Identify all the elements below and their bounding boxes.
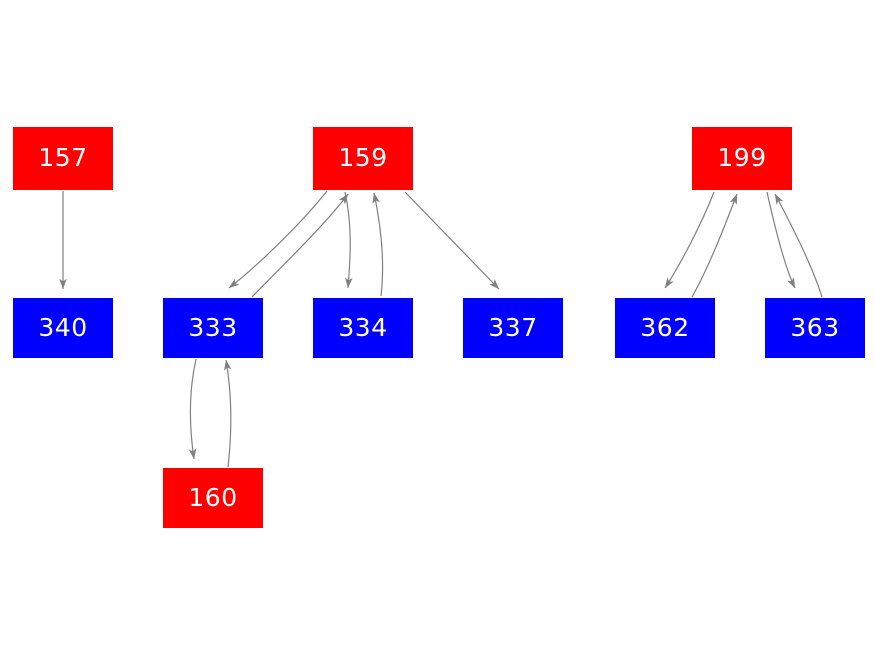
graph-node-160[interactable]: 160 xyxy=(163,468,263,528)
graph-node-label: 199 xyxy=(717,143,767,172)
graph-node-label: 363 xyxy=(790,312,840,342)
graph-node-362[interactable]: 362 xyxy=(615,298,715,358)
graph-node-333[interactable]: 333 xyxy=(163,298,263,358)
graph-edge xyxy=(766,191,796,289)
graph-edge xyxy=(691,193,738,298)
graph-node-199[interactable]: 199 xyxy=(692,127,792,190)
graph-node-334[interactable]: 334 xyxy=(313,298,413,358)
graph-edge xyxy=(188,358,197,460)
graph-edge xyxy=(228,190,328,289)
graph-node-159[interactable]: 159 xyxy=(313,127,413,190)
graph-edge xyxy=(223,359,232,468)
graph-edge xyxy=(664,191,715,289)
graph-node-label: 362 xyxy=(640,312,690,342)
graph-node-337[interactable]: 337 xyxy=(463,298,563,358)
graph-node-label: 333 xyxy=(188,312,238,342)
graph-node-label: 340 xyxy=(38,312,88,342)
graph-edge xyxy=(372,192,384,297)
graph-node-340[interactable]: 340 xyxy=(13,298,113,358)
graph-edge xyxy=(774,193,823,298)
graph-edge xyxy=(404,191,500,290)
graph-node-label: 159 xyxy=(338,143,388,172)
graph-node-157[interactable]: 157 xyxy=(13,127,113,190)
graph-node-label: 334 xyxy=(338,312,388,342)
graph-node-363[interactable]: 363 xyxy=(765,298,865,358)
graph-edge xyxy=(251,193,349,298)
graph-node-label: 160 xyxy=(188,482,238,512)
graph-node-label: 337 xyxy=(488,312,538,342)
graph-node-label: 157 xyxy=(38,143,88,172)
graph-edge xyxy=(344,191,353,289)
